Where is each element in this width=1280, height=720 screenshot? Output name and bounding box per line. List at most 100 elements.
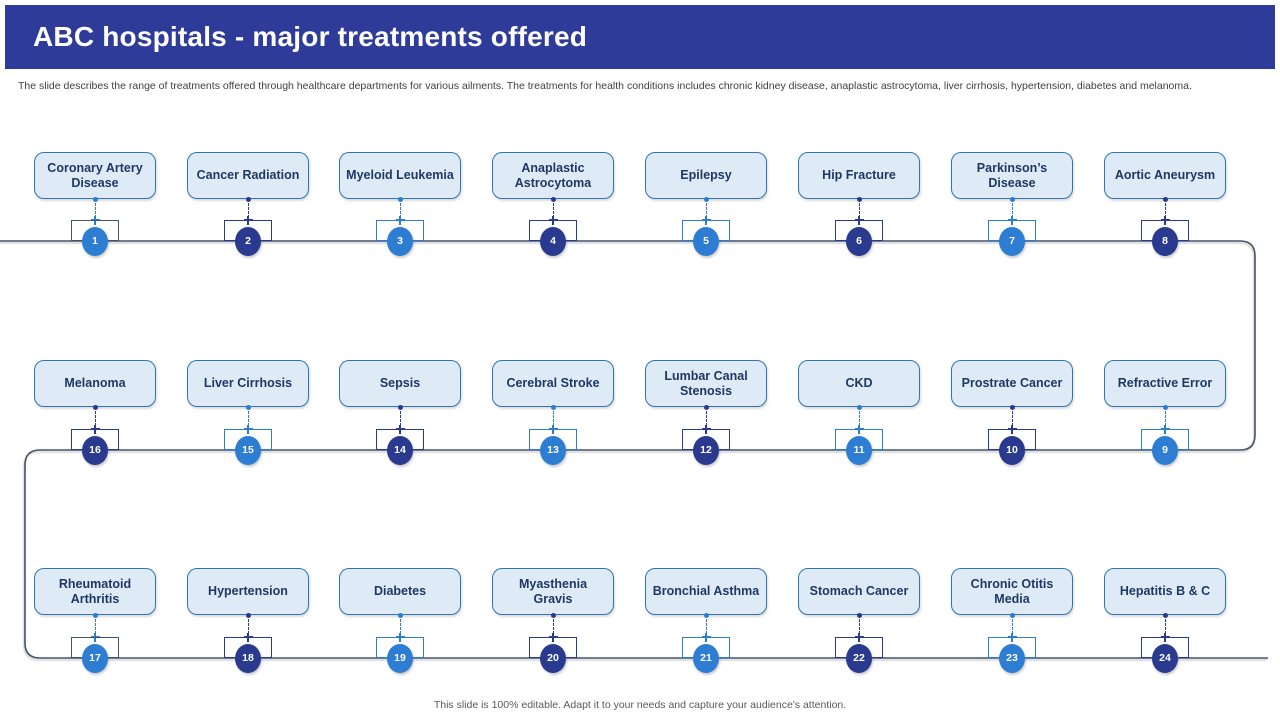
connector-dot [1009,612,1015,618]
treatment-station-12: Lumbar Canal Stenosis 12 [645,360,767,466]
step-number-circle: 21 [693,643,719,673]
treatment-box: Cerebral Stroke [492,360,614,407]
connector-dashed-line [1164,203,1166,218]
treatment-station-15: Liver Cirrhosis 15 [187,360,309,466]
connector-dashed-line [1011,411,1013,426]
connector-dashed-line [94,203,96,218]
connector-dot [92,612,98,618]
connector-dot [245,196,251,202]
treatment-station-16: Melanoma 16 [34,360,156,466]
connector-dot [703,404,709,410]
step-number-circle: 11 [846,435,872,465]
step-number-circle: 12 [693,435,719,465]
treatment-box: Hip Fracture [798,152,920,199]
connector-dot [856,612,862,618]
connector-dot [1009,404,1015,410]
connector-dashed-line [705,619,707,634]
treatment-box: Diabetes [339,568,461,615]
treatment-station-9: Refractive Error 9 [1104,360,1226,466]
step-number-circle: 19 [387,643,413,673]
treatment-box: Lumbar Canal Stenosis [645,360,767,407]
treatment-box: Sepsis [339,360,461,407]
treatment-box: Liver Cirrhosis [187,360,309,407]
connector-dashed-line [247,411,249,426]
treatment-station-21: Bronchial Asthma 21 [645,568,767,674]
connector-dot [1009,196,1015,202]
connector-dot [703,196,709,202]
step-number-circle: 3 [387,226,413,256]
treatment-box: Hepatitis B & C [1104,568,1226,615]
connector-dashed-line [1011,203,1013,218]
treatment-station-7: Parkinson’s Disease 7 [951,152,1073,257]
connector-dot [397,612,403,618]
treatment-box: Myasthenia Gravis [492,568,614,615]
treatment-box: Coronary Artery Disease [34,152,156,199]
connector-dashed-line [1164,619,1166,634]
step-number-circle: 16 [82,435,108,465]
connector-dashed-line [399,619,401,634]
step-number-circle: 22 [846,643,872,673]
connector-dashed-line [705,203,707,218]
treatment-box: Parkinson’s Disease [951,152,1073,199]
connector-dashed-line [1011,619,1013,634]
treatment-box: Anaplastic Astrocytoma [492,152,614,199]
step-number-circle: 18 [235,643,261,673]
treatment-station-19: Diabetes 19 [339,568,461,674]
connector-dot [856,404,862,410]
slide-description: The slide describes the range of treatme… [18,80,1192,92]
connector-dashed-line [858,411,860,426]
treatment-box: Rheumatoid Arthritis [34,568,156,615]
connector-dot [245,404,251,410]
step-number-circle: 8 [1152,226,1178,256]
step-number-circle: 20 [540,643,566,673]
treatment-box: Refractive Error [1104,360,1226,407]
treatment-station-20: Myasthenia Gravis 20 [492,568,614,674]
treatment-box: Chronic Otitis Media [951,568,1073,615]
connector-dashed-line [94,411,96,426]
connector-dashed-line [858,203,860,218]
connector-dot [856,196,862,202]
step-number-circle: 23 [999,643,1025,673]
connector-dot [550,612,556,618]
treatment-station-1: Coronary Artery Disease 1 [34,152,156,257]
treatment-box: Bronchial Asthma [645,568,767,615]
treatment-box: Epilepsy [645,152,767,199]
connector-dot [92,404,98,410]
connector-dot [245,612,251,618]
connector-dashed-line [858,619,860,634]
footer-note: This slide is 100% editable. Adapt it to… [433,699,847,711]
step-number-circle: 17 [82,643,108,673]
treatment-box: Aortic Aneurysm [1104,152,1226,199]
page-title: ABC hospitals - major treatments offered [33,21,588,52]
treatment-box: Cancer Radiation [187,152,309,199]
treatment-station-8: Aortic Aneurysm 8 [1104,152,1226,257]
step-number-circle: 14 [387,435,413,465]
connector-dot [703,612,709,618]
connector-dashed-line [705,411,707,426]
treatment-box: Hypertension [187,568,309,615]
step-number-circle: 7 [999,226,1025,256]
treatment-box: Melanoma [34,360,156,407]
step-number-circle: 4 [540,226,566,256]
connector-dot [1162,196,1168,202]
step-number-circle: 1 [82,226,108,256]
connector-dashed-line [552,203,554,218]
connector-dot [550,404,556,410]
treatment-station-18: Hypertension 18 [187,568,309,674]
connector-dot [92,196,98,202]
step-number-circle: 15 [235,435,261,465]
treatment-station-17: Rheumatoid Arthritis 17 [34,568,156,674]
treatment-station-22: Stomach Cancer 22 [798,568,920,674]
step-number-circle: 9 [1152,435,1178,465]
treatment-box: Stomach Cancer [798,568,920,615]
treatment-station-14: Sepsis 14 [339,360,461,466]
step-number-circle: 10 [999,435,1025,465]
connector-dot [1162,612,1168,618]
